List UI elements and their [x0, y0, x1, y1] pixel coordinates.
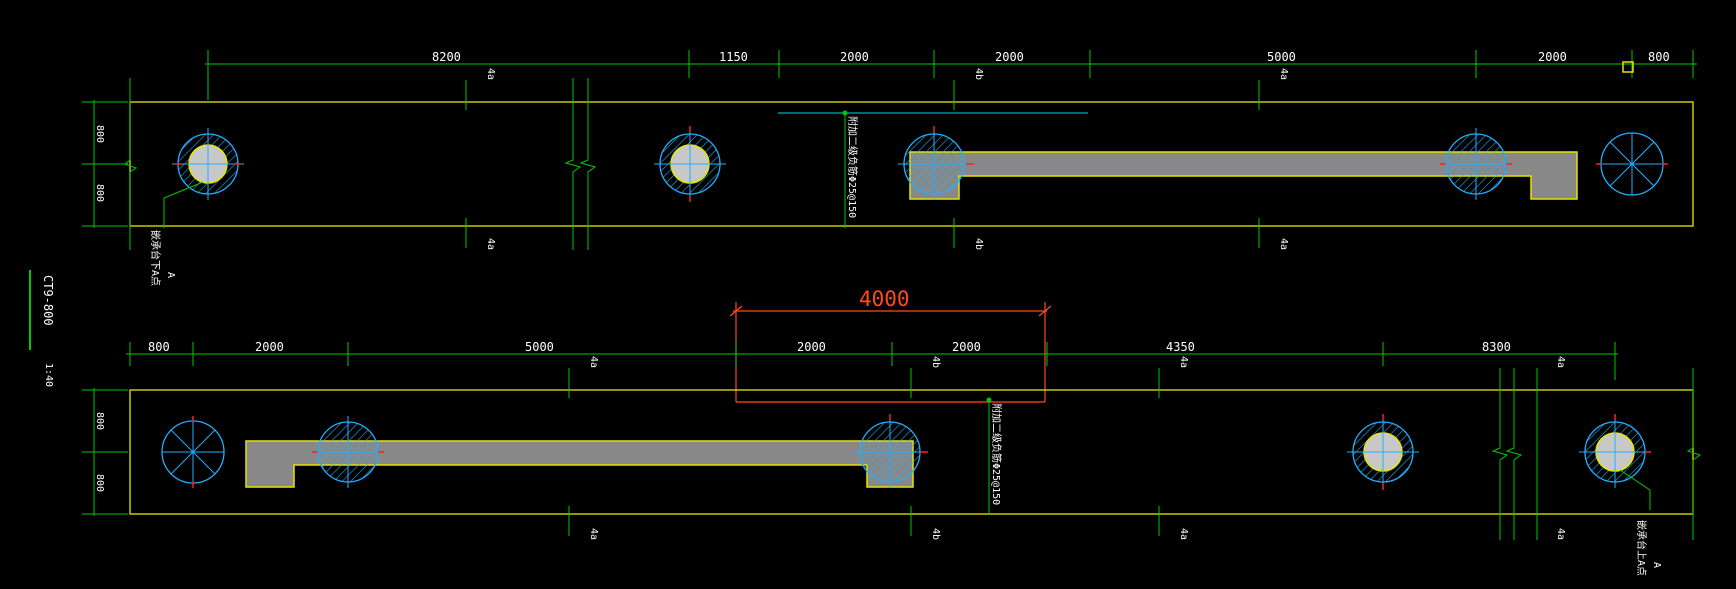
- top-height-2: 800: [94, 184, 105, 202]
- top-height-ticks: [82, 101, 128, 227]
- bottom-dim-6: 4350: [1166, 340, 1195, 354]
- hatched-pile-icon[interactable]: [854, 414, 928, 488]
- bottom-dim-1: 800: [148, 340, 170, 354]
- top-tag-2: 4b: [973, 68, 984, 80]
- top-rebar-dot: [842, 110, 848, 116]
- top-tag-1: 4a: [485, 68, 496, 80]
- bottom-tag-1: 4a: [588, 356, 599, 368]
- bottom-height-2: 800: [94, 474, 105, 492]
- top-dim-2: 1150: [719, 50, 748, 64]
- red-dimension: [729, 302, 1052, 403]
- top-grid-note: A: [165, 272, 176, 278]
- top-grid-label: 嵌承台下A点: [149, 230, 162, 286]
- bottom-grid-note: A: [1651, 562, 1662, 568]
- top-grid-leader: [163, 181, 204, 228]
- hatched-pile-icon[interactable]: [312, 416, 384, 488]
- top-tag-5: 4b: [973, 238, 984, 250]
- bottom-rebar-dot: [986, 397, 992, 403]
- drawing-scale: 1:40: [43, 363, 54, 387]
- top-dim-5: 5000: [1267, 50, 1296, 64]
- top-height-1: 800: [94, 125, 105, 143]
- top-pile-cap[interactable]: [909, 151, 1578, 200]
- bottom-tag-4: 4a: [1555, 356, 1566, 368]
- red-dimension-value: 4000: [859, 287, 910, 311]
- drawing-title: CT9-800: [41, 275, 55, 326]
- bottom-grid-label: 嵌承台上A点: [1635, 520, 1648, 576]
- bottom-tag-8: 4a: [1555, 528, 1566, 540]
- top-tag-3: 4a: [1278, 68, 1289, 80]
- top-dim-4: 2000: [995, 50, 1024, 64]
- hatched-pile-icon[interactable]: [1440, 128, 1512, 200]
- bottom-dim-7: 8300: [1482, 340, 1511, 354]
- bottom-section-marks: [568, 368, 1538, 536]
- top-tag-4: 4a: [485, 238, 496, 250]
- bottom-tag-6: 4b: [930, 528, 941, 540]
- top-section-marks: [465, 80, 1260, 248]
- top-dim-3: 2000: [840, 50, 869, 64]
- grip-square-icon[interactable]: [1622, 61, 1634, 73]
- hatched-pile-icon[interactable]: [898, 126, 974, 200]
- top-tag-6: 4a: [1278, 238, 1289, 250]
- bottom-tag-5: 4a: [588, 528, 599, 540]
- open-pile-icon[interactable]: [161, 416, 225, 488]
- bottom-dim-3: 5000: [525, 340, 554, 354]
- bottom-tag-3: 4a: [1178, 356, 1189, 368]
- bottom-beam[interactable]: 4000 800 2000 5000 2000 2000 4350 8300 8…: [82, 287, 1702, 576]
- top-dim-1: 8200: [432, 50, 461, 64]
- top-beam[interactable]: 8200 1150 2000 2000 5000 2000 800 800 80…: [82, 50, 1697, 286]
- bottom-height-1: 800: [94, 412, 105, 430]
- top-beam-outline[interactable]: [129, 101, 1694, 227]
- bottom-rebar-note: 附加二级负筋Φ25@150: [990, 403, 1003, 505]
- hatched-pile-icon[interactable]: [654, 126, 726, 202]
- hatched-pile-icon[interactable]: [1347, 414, 1419, 490]
- bottom-height-ticks: [82, 389, 128, 515]
- bottom-dim-ticks: [129, 342, 1616, 380]
- open-pile-icon[interactable]: [1596, 132, 1668, 196]
- top-rebar-note: 附加二级负筋Φ25@150: [846, 116, 859, 218]
- bottom-dim-4: 2000: [797, 340, 826, 354]
- hatched-pile-icon[interactable]: [172, 128, 244, 200]
- bottom-tag-2: 4b: [930, 356, 941, 368]
- top-dim-ticks: [207, 50, 1694, 100]
- bottom-tag-7: 4a: [1178, 528, 1189, 540]
- top-dim-6: 2000: [1538, 50, 1567, 64]
- hatched-pile-icon[interactable]: [1579, 414, 1651, 488]
- bottom-dim-5: 2000: [952, 340, 981, 354]
- bottom-dim-2: 2000: [255, 340, 284, 354]
- top-dim-7: 800: [1648, 50, 1670, 64]
- bottom-grid-leader: [1619, 469, 1651, 510]
- top-break-lines: [123, 78, 597, 250]
